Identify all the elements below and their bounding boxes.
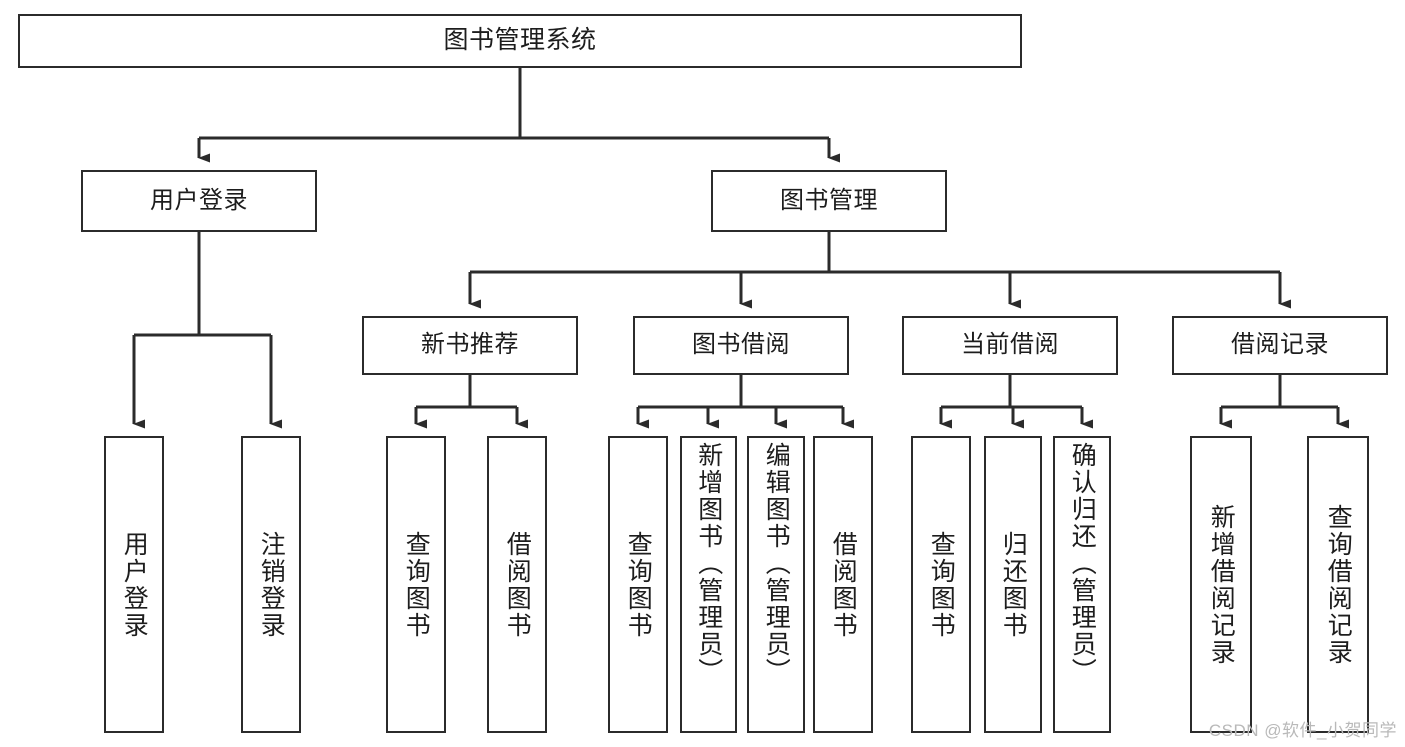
leaf-query-book-borrow[interactable]: 查询图书 bbox=[608, 436, 668, 733]
node-current-borrow[interactable]: 当前借阅 bbox=[902, 316, 1118, 375]
leaf-edit-book-admin-label: 编辑图书（管理员） bbox=[762, 442, 791, 685]
leaf-confirm-return-admin[interactable]: 确认归还（管理员） bbox=[1053, 436, 1111, 733]
leaf-user-login[interactable]: 用户登录 bbox=[104, 436, 164, 733]
leaf-borrow-book-label: 借阅图书 bbox=[829, 530, 858, 639]
leaf-query-borrow-record-label: 查询借阅记录 bbox=[1324, 503, 1353, 666]
leaf-query-borrow-record[interactable]: 查询借阅记录 bbox=[1307, 436, 1369, 733]
leaf-query-book-new-label: 查询图书 bbox=[402, 530, 431, 639]
node-user-login-label: 用户登录 bbox=[150, 186, 248, 214]
leaf-confirm-return-admin-label: 确认归还（管理员） bbox=[1068, 442, 1097, 685]
node-book-manage[interactable]: 图书管理 bbox=[711, 170, 947, 232]
leaf-logout-login[interactable]: 注销登录 bbox=[241, 436, 301, 733]
node-user-login[interactable]: 用户登录 bbox=[81, 170, 317, 232]
leaf-add-borrow-record[interactable]: 新增借阅记录 bbox=[1190, 436, 1252, 733]
csdn-watermark: CSDN @软件_小贺同学 bbox=[1208, 721, 1397, 740]
leaf-query-book-borrow-label: 查询图书 bbox=[624, 530, 653, 639]
node-book-borrow[interactable]: 图书借阅 bbox=[633, 316, 849, 375]
leaf-return-book[interactable]: 归还图书 bbox=[984, 436, 1042, 733]
node-book-manage-label: 图书管理 bbox=[780, 186, 878, 214]
leaf-borrow-book[interactable]: 借阅图书 bbox=[813, 436, 873, 733]
leaf-query-book-new[interactable]: 查询图书 bbox=[386, 436, 446, 733]
leaf-logout-login-label: 注销登录 bbox=[257, 530, 286, 639]
leaf-edit-book-admin[interactable]: 编辑图书（管理员） bbox=[747, 436, 805, 733]
node-borrow-record-label: 借阅记录 bbox=[1231, 331, 1329, 359]
leaf-borrow-book-new-label: 借阅图书 bbox=[503, 530, 532, 639]
leaf-add-borrow-record-label: 新增借阅记录 bbox=[1207, 503, 1236, 666]
leaf-borrow-book-new[interactable]: 借阅图书 bbox=[487, 436, 547, 733]
node-root[interactable]: 图书管理系统 bbox=[18, 14, 1022, 68]
node-root-label: 图书管理系统 bbox=[443, 26, 597, 55]
node-new-book-recommend-label: 新书推荐 bbox=[421, 331, 519, 359]
leaf-query-book-current[interactable]: 查询图书 bbox=[911, 436, 971, 733]
leaf-add-book-admin[interactable]: 新增图书（管理员） bbox=[680, 436, 737, 733]
node-current-borrow-label: 当前借阅 bbox=[961, 331, 1059, 359]
node-borrow-record[interactable]: 借阅记录 bbox=[1172, 316, 1388, 375]
node-book-borrow-label: 图书借阅 bbox=[692, 331, 790, 359]
leaf-return-book-label: 归还图书 bbox=[999, 530, 1028, 639]
leaf-query-book-current-label: 查询图书 bbox=[927, 530, 956, 639]
node-new-book-recommend[interactable]: 新书推荐 bbox=[362, 316, 578, 375]
leaf-user-login-label: 用户登录 bbox=[120, 530, 149, 639]
leaf-add-book-admin-label: 新增图书（管理员） bbox=[694, 442, 723, 685]
